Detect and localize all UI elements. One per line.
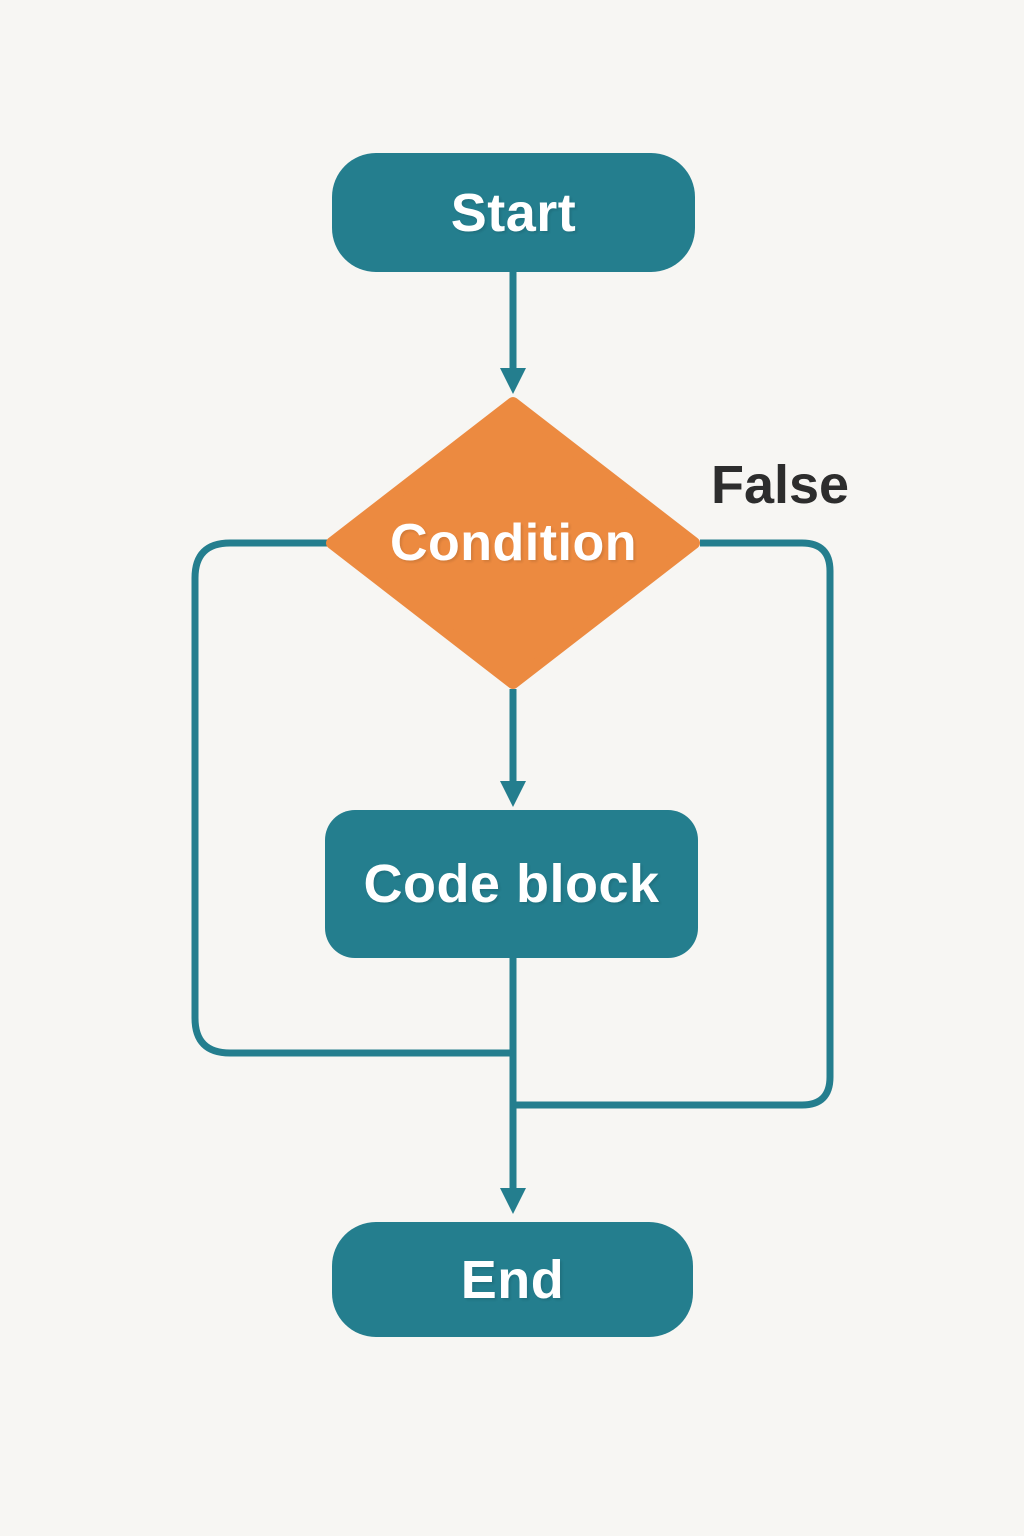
code-block-node-label: Code block: [363, 854, 660, 914]
condition-node: Condition: [327, 397, 700, 688]
start-node: Start: [332, 153, 695, 272]
arrowhead-into-condition: [500, 368, 526, 394]
condition-node-label: Condition: [389, 513, 638, 572]
arrowhead-into-end: [500, 1188, 526, 1214]
code-block-node: Code block: [325, 810, 698, 958]
edge-false-branch: [513, 539, 834, 1109]
end-node: End: [332, 1222, 693, 1337]
condition-diamond-shape: [326, 397, 700, 689]
edge-loop-back: [191, 539, 513, 1057]
false-branch-label: False: [710, 455, 850, 515]
end-node-label: End: [460, 1249, 565, 1310]
arrowhead-into-code-block: [500, 781, 526, 807]
start-node-label: Start: [450, 182, 577, 243]
